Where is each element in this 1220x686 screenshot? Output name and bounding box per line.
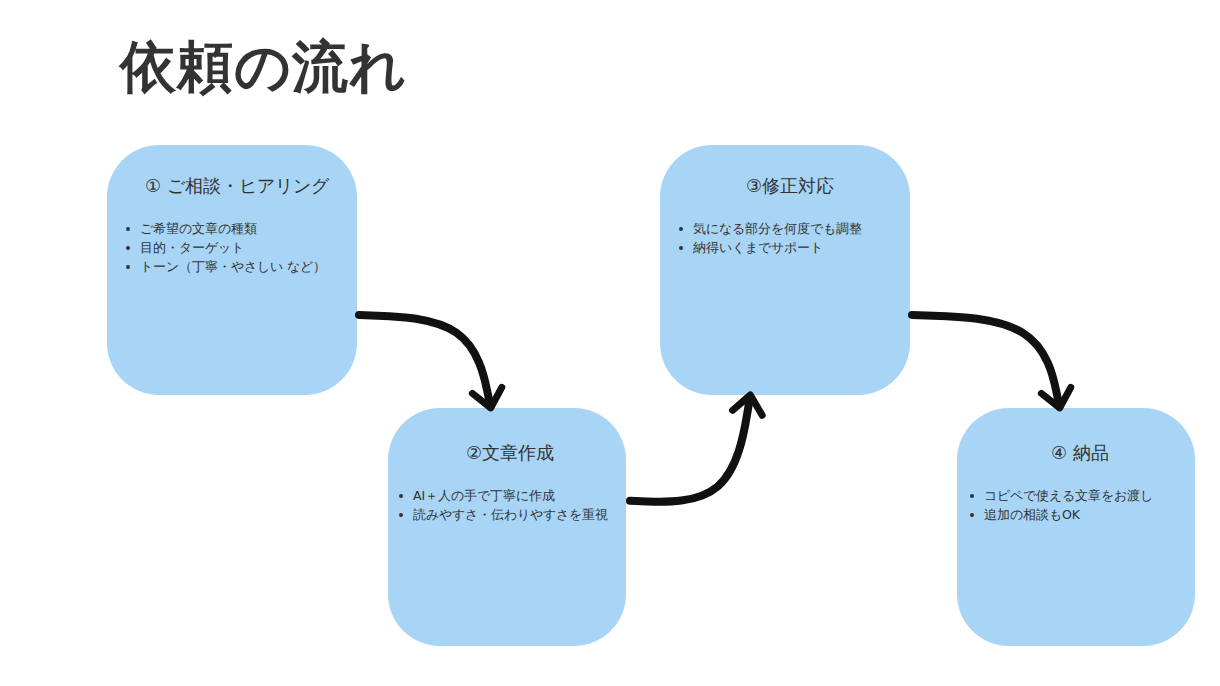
process-box: ②文章作成 AI＋人の手で丁寧に作成読みやすさ・伝わりやすさを重視	[388, 408, 626, 646]
step-bullet: 読みやすさ・伝わりやすさを重視	[398, 505, 622, 524]
diagram-title: 依頼の流れ	[120, 30, 407, 106]
process-box: ④ 納品コピペで使える文章をお渡し追加の相談もOK	[957, 408, 1195, 646]
flow-arrow	[630, 397, 750, 502]
step-bullet: 納得いくまでサポート	[678, 238, 902, 257]
flow-arrow	[359, 315, 490, 406]
process-box: ① ご相談・ヒアリングご希望の文章の種類目的・ターゲットトーン（丁寧・やさしい …	[107, 145, 357, 395]
step-bullet: ご希望の文章の種類	[125, 219, 349, 238]
step-bullet: コピペで使える文章をお渡し	[969, 486, 1191, 505]
step-heading: ②文章作成	[398, 442, 622, 464]
step-heading: ④ 納品	[969, 442, 1191, 464]
step-heading: ① ご相談・ヒアリング	[125, 175, 349, 197]
step-bullet: 気になる部分を何度でも調整	[678, 219, 902, 238]
step-bullet: AI＋人の手で丁寧に作成	[398, 486, 622, 505]
step-bullet: トーン（丁寧・やさしい など）	[125, 257, 349, 276]
flow-arrow	[912, 315, 1059, 406]
process-box: ③修正対応気になる部分を何度でも調整納得いくまでサポート	[660, 145, 910, 395]
step-bullet: 目的・ターゲット	[125, 238, 349, 257]
step-heading: ③修正対応	[678, 175, 902, 197]
step-bullet: 追加の相談もOK	[969, 505, 1191, 524]
